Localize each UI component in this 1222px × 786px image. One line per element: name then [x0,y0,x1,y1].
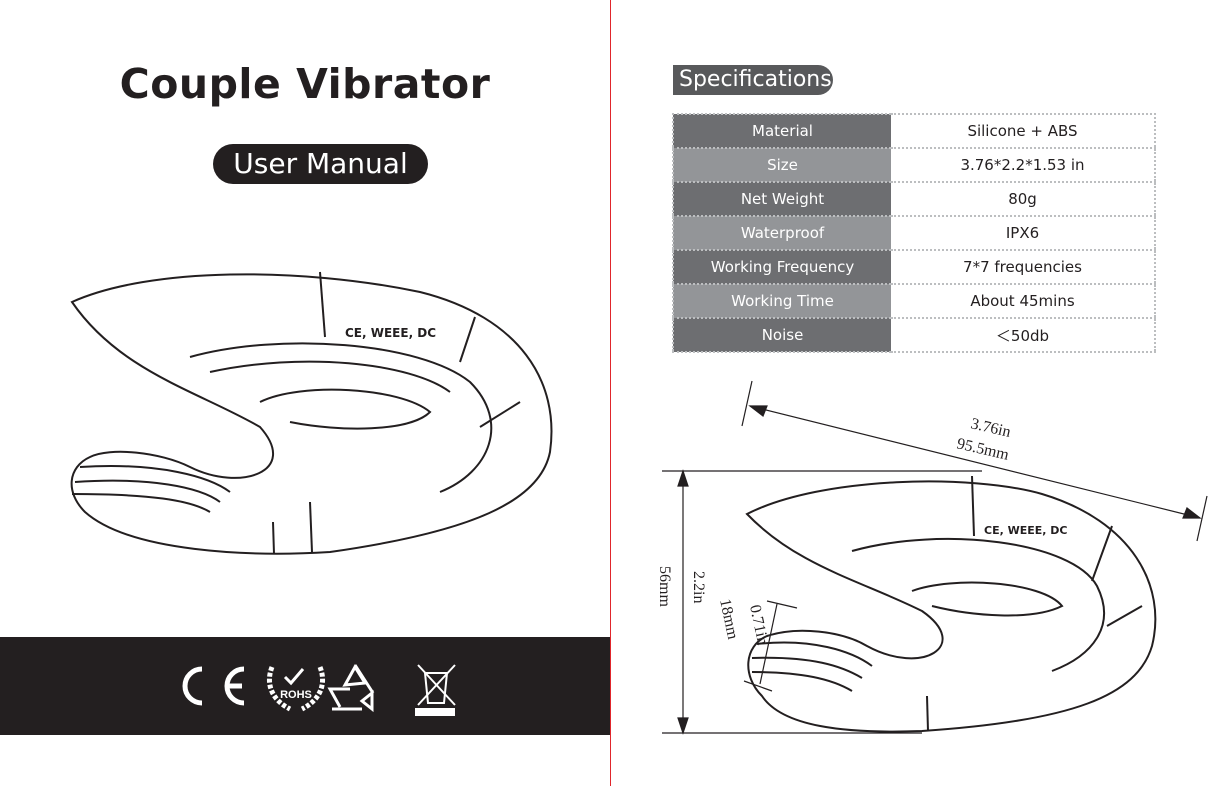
device-markings: CE, WEEE, DC [345,326,436,340]
spec-value: 80g [891,182,1155,217]
device-markings: CE, WEEE, DC [984,524,1067,537]
page-divider [610,0,611,786]
spec-label: Material [673,114,891,149]
table-row: Noise＜50db [673,318,1155,353]
user-manual-badge: User Manual [213,144,428,184]
thickness-mm-label: 18mm [716,597,741,641]
length-in-label: 3.76in [969,415,1012,441]
rohs-logo-text: ROHS [280,689,312,701]
spec-label: Net Weight [673,182,891,217]
recycle-icon [327,664,375,713]
spec-value: Silicone + ABS [891,114,1155,149]
weee-bin-icon [415,664,456,716]
rohs-icon: ROHS [266,666,326,712]
spec-label: Size [673,148,891,183]
certification-band: ROHS [0,637,610,735]
spec-value: 7*7 frequencies [891,250,1155,285]
spec-label: Waterproof [673,216,891,251]
spec-label: Noise [673,318,891,353]
spec-label: Working Time [673,284,891,319]
thickness-in-label: 0.71in [746,603,771,646]
height-mm-label: 56mm [656,566,673,607]
device-illustration: CE, WEEE, DC [70,271,553,555]
height-in-label: 2.2in [690,571,707,603]
spec-value: 3.76*2.2*1.53 in [891,148,1155,183]
spec-value: IPX6 [891,216,1155,251]
spec-label: Working Frequency [673,250,891,285]
ce-mark-icon [182,666,245,706]
spec-value: About 45mins [891,284,1155,319]
spec-value: ＜50db [891,318,1155,353]
specifications-heading: Specifications [673,65,833,95]
dimension-drawing: CE, WEEE, DC 3.76in 95.5mm 56mm 2.2in 0.… [656,380,1208,735]
page-title: Couple Vibrator [119,60,491,108]
